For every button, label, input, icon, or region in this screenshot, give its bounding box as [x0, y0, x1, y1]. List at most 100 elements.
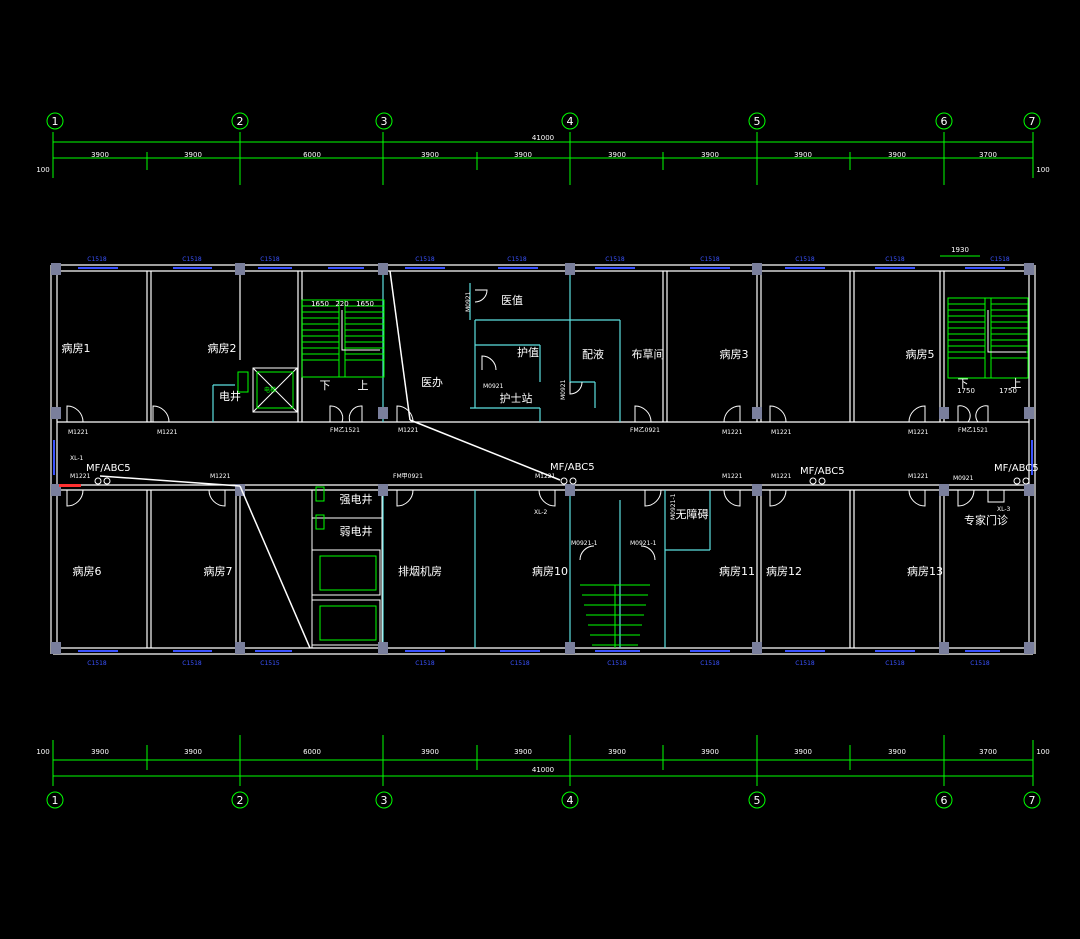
- total-dimension: 41000: [532, 766, 554, 774]
- window-label: C1518: [885, 660, 905, 667]
- room-weak-shaft-label: 弱电井: [340, 524, 373, 538]
- window-label: C1518: [970, 660, 990, 667]
- stair-dim: 1650: [356, 300, 374, 308]
- axis-label: 5: [754, 794, 761, 807]
- room-ward12-label: 病房12: [766, 564, 802, 578]
- window-label: C1518: [510, 660, 530, 667]
- stair-south: [580, 584, 650, 648]
- room-barrier-free-label: 无障碍: [676, 507, 709, 521]
- room-nurse-duty-label: 护值: [517, 345, 539, 359]
- door-label: M1221: [535, 473, 556, 480]
- axis-label: 1: [52, 794, 59, 807]
- room-ward11-label: 病房11: [719, 564, 755, 578]
- span-dimension: 3900: [794, 748, 812, 756]
- exterior-walls: [50, 264, 1036, 655]
- room-smoke-room-label: 排烟机房: [398, 564, 442, 578]
- span-dimension: 3900: [421, 151, 439, 159]
- door-label: M1221: [722, 473, 743, 480]
- span-dimension: 3700: [979, 151, 997, 159]
- door-label: FM乙1521: [330, 427, 360, 434]
- stair-east-arrow: [987, 310, 1026, 353]
- span-dimension: 3900: [888, 748, 906, 756]
- extinguisher-label: MF/ABC5: [994, 463, 1039, 474]
- stair-up-label: 上: [358, 379, 369, 392]
- door-label: M1221: [398, 427, 419, 434]
- room-elec-shaft-label: 电井: [219, 389, 241, 403]
- window-label: C1518: [607, 660, 627, 667]
- bottom-dimension-system: [52, 735, 1034, 786]
- room-ward2-label: 病房2: [208, 341, 237, 355]
- span-dimension: 6000: [303, 151, 321, 159]
- bottom-axis-labels: 1 2 3 4 5 6 7: [52, 794, 1036, 807]
- stair-north-left-arrow: [341, 310, 380, 351]
- window-label: C1518: [87, 660, 107, 667]
- door-label: M1221: [771, 429, 792, 436]
- window-label: C1518: [990, 256, 1010, 263]
- window-label: C1518: [605, 256, 625, 263]
- axis-label: 3: [381, 794, 388, 807]
- extinguisher-label: MF/ABC5: [550, 462, 595, 473]
- top-axis-labels: 1 2 3 4 5 6 7: [52, 115, 1036, 128]
- door-label: M1221: [157, 429, 178, 436]
- axis-label: 1: [52, 115, 59, 128]
- top-span-ticks: [146, 132, 945, 185]
- span-dimension: 3900: [608, 748, 626, 756]
- window-label: C1518: [885, 256, 905, 263]
- room-ward6-label: 病房6: [73, 564, 102, 578]
- stair-dimension-labels: 1650 220 1650 1930 1750 1750: [311, 246, 1017, 395]
- edge-dimension: 100: [36, 748, 49, 756]
- door-label: FM乙0921: [630, 427, 660, 434]
- door-label: M0921-1: [670, 493, 677, 520]
- span-dimension: 3900: [91, 151, 109, 159]
- top-dimension-text: 41000 3900 3900 6000 3900 3900 3900 3900…: [36, 134, 1049, 174]
- axis-label: 3: [381, 115, 388, 128]
- annotation-lines: [99, 270, 561, 649]
- door-label: M0921-1: [630, 540, 657, 547]
- span-dimension: 3900: [701, 748, 719, 756]
- span-dimension: 3900: [514, 151, 532, 159]
- axis-label: 4: [567, 115, 574, 128]
- equipment-labels: MF/ABC5 MF/ABC5 MF/ABC5 MF/ABC5 XL-1 XL-…: [70, 455, 1039, 516]
- hydrant-markers: [59, 484, 81, 487]
- room-strong-shaft-label: 强电井: [340, 492, 373, 506]
- door-label: M1221: [908, 473, 929, 480]
- room-ward7-label: 病房7: [204, 564, 233, 578]
- door-label: M0921: [953, 475, 974, 482]
- partitions-north: [146, 271, 945, 422]
- room-expert-clinic-label: 专家门诊: [964, 513, 1008, 527]
- room-labels: 病房1 病房2 病房3 病房5 病房6 病房7 病房10 病房11 病房12 病…: [62, 294, 1022, 578]
- door-label: FM乙1521: [958, 427, 988, 434]
- edge-dimension: 100: [1036, 166, 1049, 174]
- elevator: [237, 367, 298, 413]
- room-ward1-label: 病房1: [62, 341, 91, 355]
- top-axis-bubbles: [46, 112, 1041, 130]
- room-linen-label: 布草间: [632, 348, 665, 361]
- door-labels: M1221 M1221 FM乙1521 M1221 FM乙0921 M1221 …: [68, 291, 988, 547]
- stair-dim: 1750: [957, 387, 975, 395]
- windows-ends: [53, 440, 1033, 475]
- room-doctor-duty-label: 医值: [501, 294, 523, 307]
- extinguisher-label: MF/ABC5: [86, 463, 131, 474]
- partitions-north-cyan: [212, 271, 621, 422]
- columns: [51, 263, 1034, 654]
- door-label: M0921: [483, 383, 504, 390]
- edge-dimension: 100: [1036, 748, 1049, 756]
- bottom-axis-bubbles: [46, 791, 1041, 809]
- hydrant-label: XL-2: [534, 509, 548, 516]
- door-label: M1221: [70, 473, 91, 480]
- window-label: C1515: [260, 660, 280, 667]
- room-ward5-label: 病房5: [906, 347, 935, 361]
- axis-label: 5: [754, 115, 761, 128]
- window-label: C1518: [795, 256, 815, 263]
- door-label: M0921: [560, 379, 567, 400]
- door-label: M0921: [465, 291, 472, 312]
- window-label: C1518: [700, 256, 720, 263]
- span-dimension: 3700: [979, 748, 997, 756]
- span-dimension: 3900: [701, 151, 719, 159]
- axis-label: 4: [567, 794, 574, 807]
- span-dimension: 3900: [794, 151, 812, 159]
- window-label: C1518: [415, 256, 435, 263]
- extinguisher-markers: [94, 477, 1030, 503]
- door-label: M1221: [68, 429, 89, 436]
- axis-label: 2: [237, 115, 244, 128]
